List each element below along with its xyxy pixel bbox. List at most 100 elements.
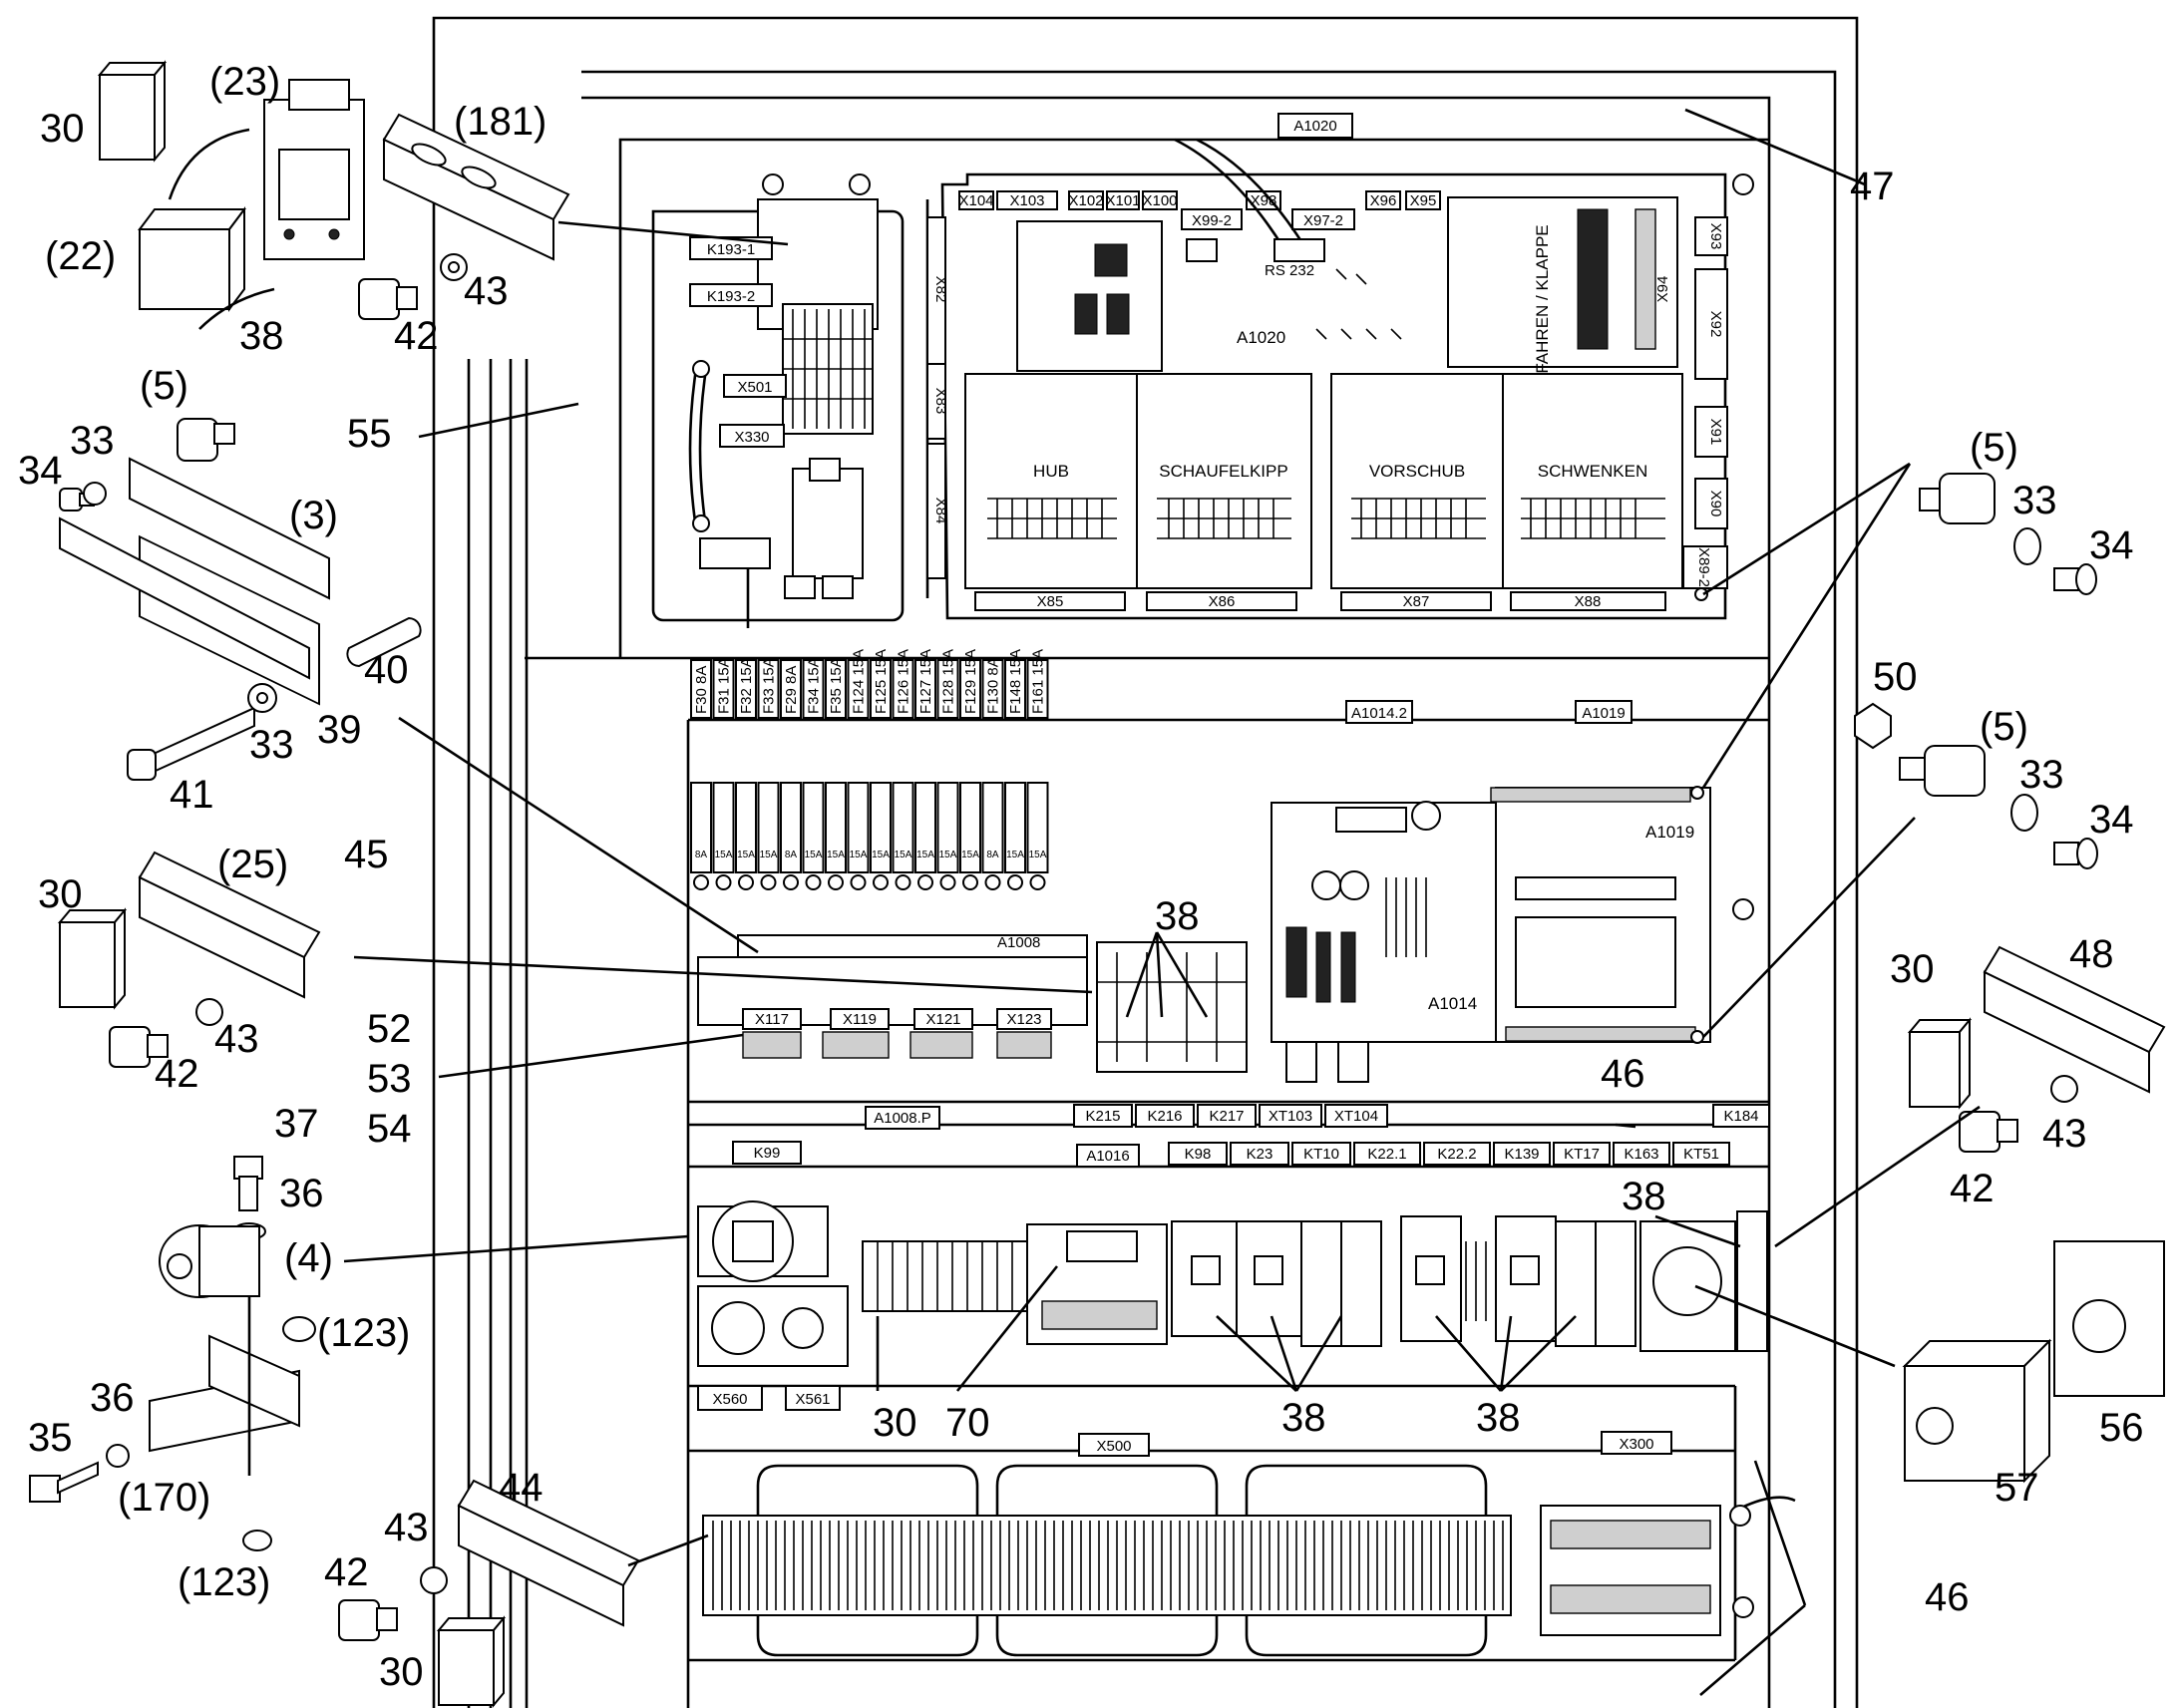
fuse-holder — [962, 874, 978, 890]
tag-k23: K23 — [1247, 1146, 1273, 1163]
timer-relay-57 — [1639, 1220, 1736, 1352]
callout-43-right: 43 — [2042, 1112, 2087, 1156]
fuse-rating: 15A — [850, 850, 868, 860]
part-screw-42-right — [1959, 1111, 2018, 1153]
tag-x97-2: X97-2 — [1303, 212, 1343, 229]
tag-x119: X119 — [843, 1011, 877, 1028]
part-screw-42-bottom — [338, 1599, 398, 1641]
callout-53: 53 — [367, 1057, 412, 1101]
part-washer-33-lower — [247, 683, 277, 713]
fuse-rating: 15A — [895, 850, 912, 860]
fuse-body — [959, 782, 981, 873]
part-nut-123-bottom — [242, 1530, 272, 1551]
label-schaufelkipp: SCHAUFELKIPP — [1159, 462, 1287, 481]
module-schaufelkipp: SCHAUFELKIPP X86 — [1136, 373, 1312, 611]
tag-k99: K99 — [754, 1145, 781, 1162]
callout-38-mid: 38 — [1155, 894, 1200, 938]
tag-k184: K184 — [1723, 1108, 1758, 1125]
part-screw-35 — [29, 1461, 99, 1503]
tag-x86: X86 — [1209, 593, 1236, 610]
part-cover-30-bottom — [436, 1615, 507, 1708]
callout-46-mid: 46 — [1601, 1052, 1645, 1096]
fuse-holder — [939, 874, 956, 890]
callout-33-right-bottom: 33 — [2019, 753, 2064, 797]
fuse-label: F34 15A — [806, 657, 823, 714]
part-relay-base-23 — [263, 79, 365, 260]
fuse-holder — [828, 874, 844, 890]
tag-a1014-2: A1014.2 — [1351, 705, 1407, 722]
fuse-label-box — [690, 659, 712, 719]
fuse-label: F126 15A — [896, 649, 912, 714]
part-screw-42-top — [358, 278, 418, 320]
part-timer-module-57 — [1902, 1338, 2052, 1484]
tag-a1019-top: A1019 — [1582, 705, 1625, 722]
fuse-label: F129 15A — [962, 649, 979, 714]
part-screw-37 — [233, 1156, 263, 1211]
fuse-label-box — [870, 659, 892, 719]
fuse-body — [870, 782, 892, 873]
callout-37: 37 — [274, 1102, 319, 1146]
leader-lines — [247, 108, 1981, 1696]
callout-181: (181) — [454, 100, 546, 144]
fuse-label-box — [914, 659, 936, 719]
tag-x100: X100 — [1142, 192, 1177, 209]
callout-35: 35 — [28, 1416, 73, 1460]
part-washer-43-mid — [195, 998, 223, 1026]
relays-38-lower-left — [1171, 1220, 1382, 1347]
callout-34-right-top: 34 — [2089, 523, 2134, 567]
fuse-label: F124 15A — [851, 649, 868, 714]
tag-x123: X123 — [1006, 1011, 1041, 1028]
fuse-body — [690, 782, 712, 873]
callout-43-mid: 43 — [214, 1017, 259, 1061]
callout-30-mid: 30 — [38, 872, 83, 916]
tag-x300: X300 — [1619, 1436, 1653, 1453]
part-washer-43-bottom — [420, 1566, 448, 1594]
callout-5-right-bottom: (5) — [1980, 705, 2028, 749]
part-washer-33-right-bottom — [2010, 794, 2038, 832]
fuse-holder — [1007, 874, 1023, 890]
label-vorschub: VORSCHUB — [1369, 462, 1465, 481]
fuse-label: F30 8A — [693, 666, 710, 714]
part-spacer-40 — [346, 616, 422, 668]
fuse-label: F127 15A — [917, 649, 934, 714]
tag-x91: X91 — [1707, 419, 1724, 446]
part-board-3 — [59, 457, 330, 706]
fuse-body — [735, 782, 757, 873]
part-bolt-41 — [127, 706, 255, 781]
label-hub: HUB — [1033, 462, 1069, 481]
board-a1020: X82 X83 X84 X104 X103 X102 X101 X100 X99… — [925, 138, 1754, 620]
part-din-rail-44 — [457, 1479, 640, 1627]
fuse-rating: 15A — [737, 850, 755, 860]
part-cover-30-right — [1907, 1017, 1973, 1110]
fuse-label: F148 15A — [1007, 649, 1024, 714]
part-socket-56 — [2053, 1240, 2165, 1397]
tag-x561: X561 — [795, 1391, 830, 1408]
fuse-label-box — [757, 659, 780, 719]
tag-rs232: RS 232 — [1265, 262, 1314, 279]
part-nut-123-top — [282, 1316, 316, 1342]
fuse-body — [914, 782, 936, 873]
callout-47: 47 — [1850, 165, 1895, 208]
callout-44: 44 — [499, 1466, 544, 1510]
fuse-rating: 15A — [1006, 850, 1024, 860]
fuse-holder — [693, 874, 709, 890]
fuse-label: F33 15A — [761, 657, 778, 714]
part-clip-38-top — [168, 128, 250, 200]
callout-123-top: (123) — [317, 1311, 410, 1355]
fuse-label-box — [936, 659, 959, 719]
boards-a1019-a1014: A1019 A1014 — [1271, 786, 1754, 1083]
tag-x82: X82 — [932, 276, 949, 303]
callout-23: (23) — [209, 60, 280, 104]
fuse-rating: 15A — [916, 850, 934, 860]
fuse-label-box — [1004, 659, 1026, 719]
callout-123-bottom: (123) — [178, 1560, 270, 1604]
callout-39: 39 — [317, 708, 362, 752]
callout-38-lower-left: 38 — [1281, 1396, 1326, 1440]
callout-40: 40 — [364, 648, 409, 692]
callout-34-right-bottom: 34 — [2089, 798, 2134, 842]
module-hub: HUB X85 — [964, 373, 1138, 611]
fuse-body — [780, 782, 802, 873]
tag-xt104: XT104 — [1334, 1108, 1378, 1125]
tag-x85: X85 — [1037, 593, 1064, 610]
board-label-a1014: A1014 — [1428, 994, 1477, 1013]
